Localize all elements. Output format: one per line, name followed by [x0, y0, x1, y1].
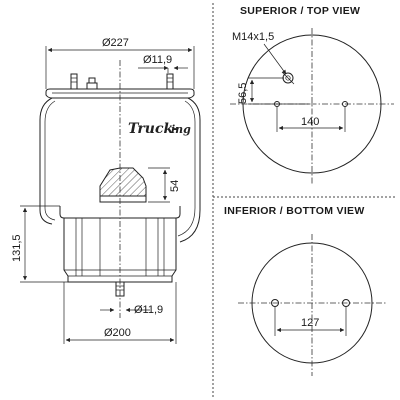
dimension-bumper-height: 54 — [148, 167, 181, 203]
bottom-view-title: INFERIOR / BOTTOM VIEW — [224, 205, 365, 217]
piston-height-label: 131,5 — [11, 234, 23, 262]
brand-logo: Truck- ing — [128, 121, 191, 137]
top-diameter-label: Ø227 — [102, 37, 129, 49]
top-studs — [70, 73, 174, 90]
dimension-bottom-spacing: 127 — [274, 307, 347, 336]
thread-label: M14x1,5 — [232, 31, 274, 43]
brand-suffix-text: ing — [171, 123, 191, 136]
bumper-height-label: 54 — [169, 180, 181, 192]
top-offset-label: 56,5 — [237, 83, 249, 104]
top-stud-diameter-label: Ø11,9 — [143, 54, 172, 66]
dimension-top-spacing: 140 — [276, 107, 346, 132]
dimension-top-diameter: Ø227 — [45, 37, 195, 89]
dimension-top-offset: 56,5 — [237, 77, 310, 105]
dimension-base-diameter: Ø200 — [63, 282, 177, 344]
top-plate — [45, 88, 195, 99]
bottom-spacing-label: 127 — [301, 317, 319, 329]
bottom-stud-hole-right — [342, 299, 350, 307]
dimension-bottom-stud: Ø11,9 — [100, 304, 163, 316]
dimension-top-stud: Ø11,9 — [138, 54, 188, 73]
bottom-stud-diameter-label: Ø11,9 — [134, 304, 163, 316]
base-diameter-label: Ø200 — [104, 327, 131, 339]
internal-bumper — [99, 167, 147, 203]
top-view: SUPERIOR / TOP VIEW M14x1,5 56,5 — [230, 5, 394, 184]
bottom-stud-hole-left — [271, 299, 279, 307]
side-view: Truck- ing — [11, 37, 201, 344]
bottom-view: INFERIOR / BOTTOM VIEW 127 — [224, 205, 386, 376]
brand-main-text: Truck- — [128, 121, 179, 137]
dimension-piston-height: 131,5 — [11, 205, 68, 283]
top-stud-hole-right — [342, 101, 348, 107]
thread-callout: M14x1,5 — [232, 31, 287, 75]
rubber-bellow — [39, 97, 53, 225]
top-spacing-label: 140 — [301, 116, 319, 128]
top-view-title: SUPERIOR / TOP VIEW — [240, 5, 360, 17]
